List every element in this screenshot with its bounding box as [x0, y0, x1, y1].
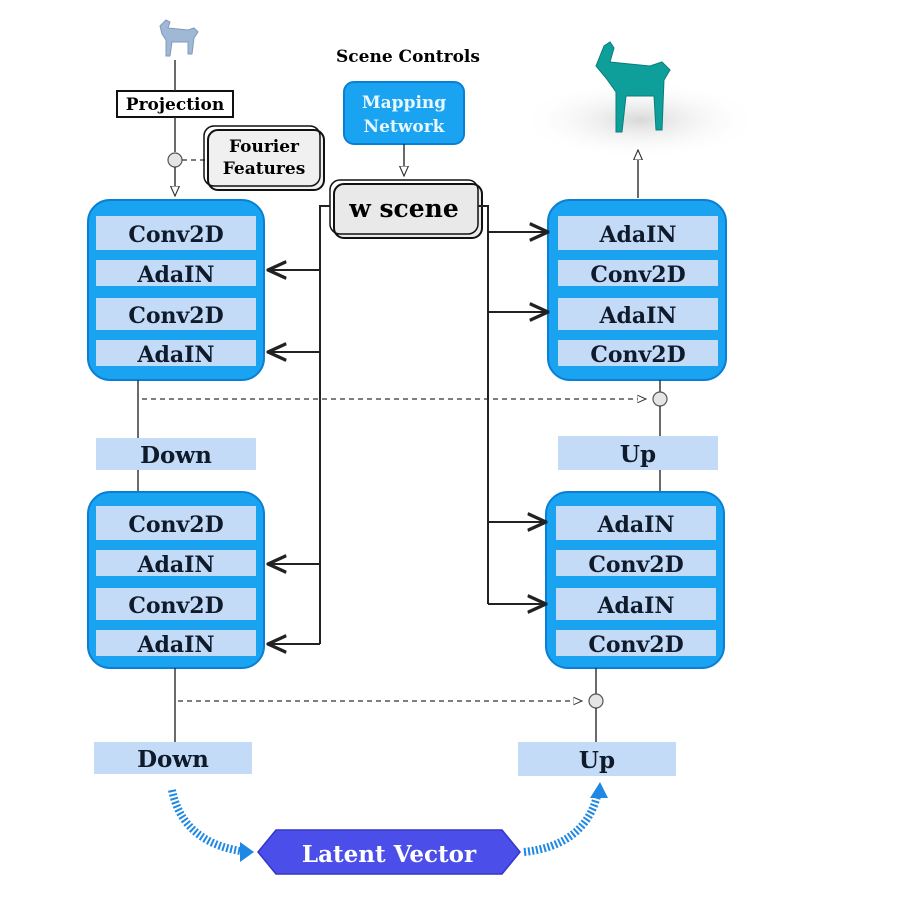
down-box-1: Down [96, 438, 256, 470]
decoder-block-2: AdaIN Conv2D AdaIN Conv2D [545, 491, 725, 669]
dec2-row-2: Conv2D [588, 552, 683, 578]
mapping-label-line1: Mapping [362, 93, 446, 113]
skip-node-1 [652, 391, 668, 407]
horse-output-icon [595, 41, 671, 133]
down-label-2: Down [137, 746, 209, 773]
enc2-row-3: Conv2D [128, 593, 223, 619]
projection-box: Projection [116, 90, 234, 118]
fourier-label-line1: Fourier [229, 137, 300, 157]
enc2-row-4: AdaIN [136, 632, 214, 658]
up-box-2: Up [518, 742, 676, 776]
dec2-row-1: AdaIN [596, 512, 674, 538]
encoder-block-1: Conv2D AdaIN Conv2D AdaIN [87, 199, 265, 381]
enc2-row-2: AdaIN [136, 552, 214, 578]
fourier-label-line2: Features [223, 159, 306, 179]
horse-shadow [520, 80, 760, 160]
w-routing-left [268, 205, 330, 644]
latent-vector-box: Latent Vector [257, 829, 521, 875]
skip-node-2 [588, 693, 604, 709]
decoder-block-1: AdaIN Conv2D AdaIN Conv2D [547, 199, 727, 381]
w-scene-label: w scene [348, 194, 459, 223]
curve-arrow-from-latent [523, 782, 608, 856]
up-box-1: Up [558, 436, 718, 470]
dec1-row-4: Conv2D [590, 342, 685, 368]
dec2-row-4: Conv2D [588, 632, 683, 658]
latent-vector-label: Latent Vector [302, 841, 477, 868]
encoder-block-2: Conv2D AdaIN Conv2D AdaIN [87, 491, 265, 669]
dec1-row-3: AdaIN [598, 303, 676, 329]
projection-label: Projection [126, 95, 224, 115]
merge-node [167, 152, 183, 168]
enc1-row-1: Conv2D [128, 222, 223, 248]
w-scene-box: w scene [329, 179, 483, 239]
enc2-row-1: Conv2D [128, 512, 223, 538]
up-label-2: Up [579, 747, 615, 774]
dec1-row-1: AdaIN [598, 222, 676, 248]
enc1-row-2: AdaIN [136, 262, 214, 288]
fourier-features-box: Fourier Features [203, 125, 325, 191]
curve-arrow-to-latent [168, 789, 254, 862]
down-box-2: Down [94, 742, 252, 774]
mapping-label-line2: Network [364, 117, 446, 137]
horse-input-icon [159, 19, 199, 57]
up-label-1: Up [620, 441, 656, 468]
w-routing-right [478, 205, 548, 604]
scene-controls-label: Scene Controls [336, 47, 480, 67]
mapping-network-box: Mapping Network [343, 81, 465, 145]
dec1-row-2: Conv2D [590, 262, 685, 288]
enc1-row-3: Conv2D [128, 303, 223, 329]
enc1-row-4: AdaIN [136, 342, 214, 368]
down-label-1: Down [140, 442, 212, 469]
dec2-row-3: AdaIN [596, 593, 674, 619]
